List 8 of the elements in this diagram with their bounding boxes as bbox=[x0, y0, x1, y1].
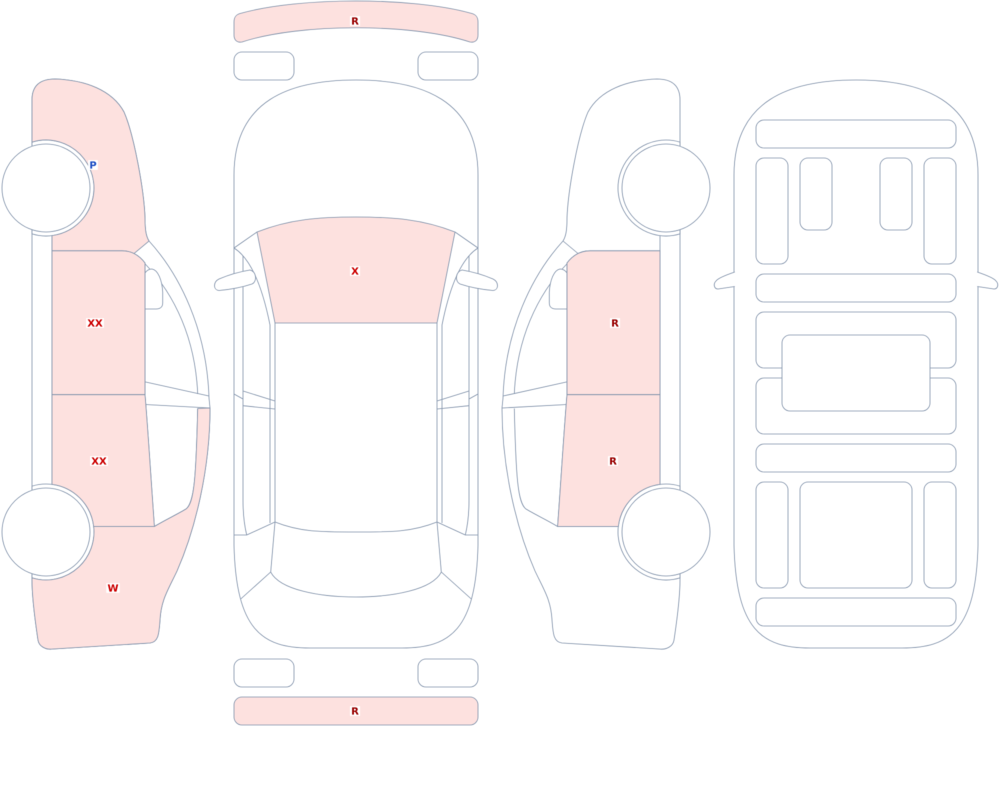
door: XX bbox=[52, 250, 146, 396]
bumper: R bbox=[234, 0, 478, 43]
bumper: R bbox=[234, 696, 478, 726]
fender: P bbox=[32, 78, 150, 254]
door: R bbox=[557, 394, 660, 527]
door: R bbox=[566, 250, 660, 396]
hood: X bbox=[256, 216, 456, 324]
door: XX bbox=[52, 394, 155, 527]
